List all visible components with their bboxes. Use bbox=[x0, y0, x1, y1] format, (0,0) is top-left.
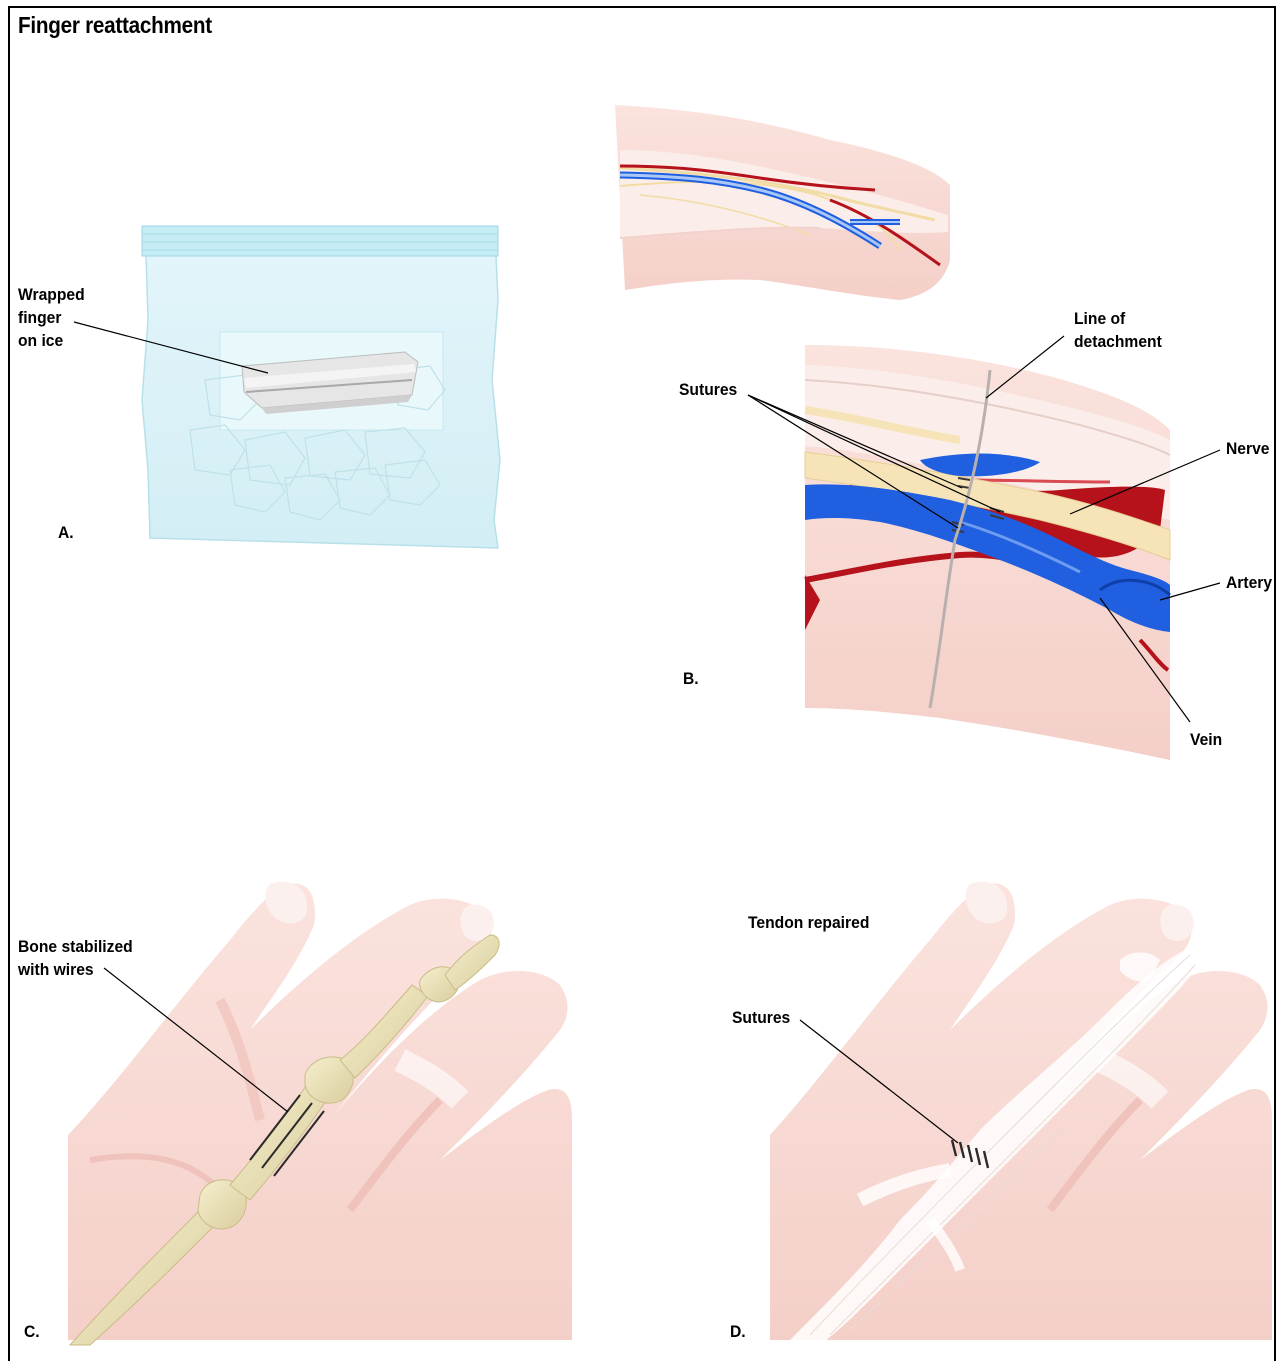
panel-d-hand-tendon bbox=[770, 882, 1272, 1345]
label-bone-stabilized: Bone stabilized with wires bbox=[18, 935, 133, 981]
label-wrapped-finger: Wrapped finger on ice bbox=[18, 283, 85, 352]
label-sutures-d: Sutures bbox=[732, 1006, 790, 1029]
label-line-of-detachment: Line of detachment bbox=[1074, 307, 1162, 353]
label-artery: Artery bbox=[1226, 571, 1272, 594]
panel-b-vessel-repair bbox=[805, 345, 1170, 760]
panel-a-letter: A. bbox=[58, 521, 74, 544]
panel-c-letter: C. bbox=[24, 1320, 40, 1343]
label-nerve: Nerve bbox=[1226, 437, 1269, 460]
label-vein: Vein bbox=[1190, 728, 1222, 751]
panel-a-ice-bag bbox=[142, 226, 500, 548]
label-sutures-b: Sutures bbox=[679, 378, 737, 401]
panel-d-letter: D. bbox=[730, 1320, 746, 1343]
panel-b-finger-overview bbox=[615, 105, 950, 300]
label-tendon-repaired: Tendon repaired bbox=[748, 911, 869, 934]
panel-b-letter: B. bbox=[683, 667, 699, 690]
panel-c-hand-bone bbox=[68, 882, 572, 1345]
